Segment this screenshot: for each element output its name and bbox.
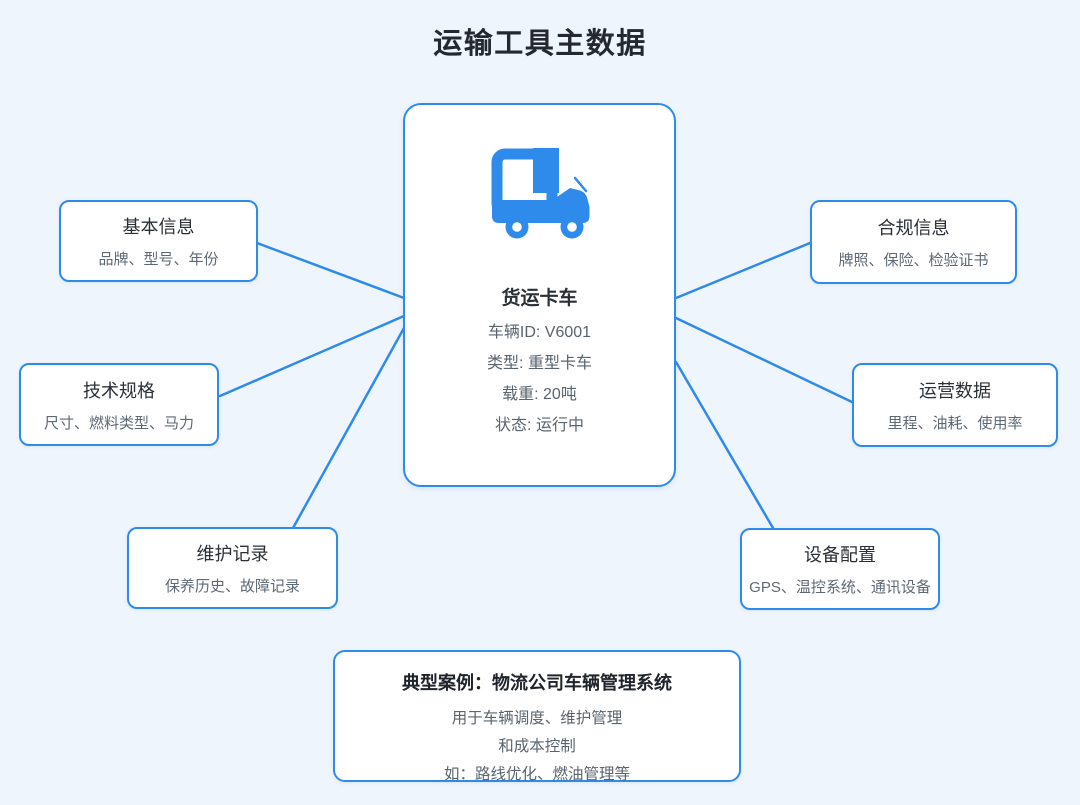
case-box: 典型案例：物流公司车辆管理系统 用于车辆调度、维护管理 和成本控制 如：路线优化…: [333, 650, 741, 783]
connector-line-tech-specs: [218, 314, 406, 398]
node-maintenance: 维护记录 保养历史、故障记录: [127, 527, 338, 609]
node-equipment: 设备配置 GPS、温控系统、通讯设备: [740, 528, 940, 610]
center-node-detail-load: 载重: 20吨: [502, 386, 577, 403]
center-node: 货运卡车 车辆ID: V6001 类型: 重型卡车 载重: 20吨 状态: 运行…: [403, 103, 676, 487]
case-box-line: 和成本控制: [498, 738, 576, 755]
node-subtitle: GPS、温控系统、通讯设备: [749, 579, 931, 596]
center-node-detail-vehicle-id: 车辆ID: V6001: [487, 324, 592, 341]
node-title: 维护记录: [196, 544, 269, 564]
node-title: 合规信息: [877, 218, 950, 238]
truck-icon: [491, 148, 589, 239]
node-basic-info: 基本信息 品牌、型号、年份: [59, 200, 258, 282]
node-subtitle: 品牌、型号、年份: [98, 251, 219, 268]
center-node-title: 货运卡车: [501, 288, 578, 309]
node-title: 基本信息: [122, 217, 195, 237]
connector-line-operations: [674, 316, 854, 404]
node-subtitle: 尺寸、燃料类型、马力: [43, 414, 194, 432]
center-node-detail-status: 状态: 运行中: [495, 417, 584, 434]
node-title: 运营数据: [919, 381, 991, 401]
node-subtitle: 牌照、保险、检验证书: [838, 252, 989, 269]
case-box-line: 如：路线优化、燃油管理等: [443, 766, 630, 783]
node-tech-specs: 技术规格 尺寸、燃料类型、马力: [19, 363, 219, 446]
node-compliance: 合规信息 牌照、保险、检验证书: [810, 200, 1017, 284]
connector-line-basic-info: [255, 241, 406, 300]
node-operations: 运营数据 里程、油耗、使用率: [852, 363, 1058, 447]
node-subtitle: 里程、油耗、使用率: [887, 415, 1023, 432]
case-box-line: 用于车辆调度、维护管理: [451, 710, 623, 727]
page-title: 运输工具主数据: [433, 28, 647, 60]
connector-line-maintenance: [291, 326, 406, 530]
center-node-detail-type: 类型: 重型卡车: [487, 355, 592, 372]
node-title: 设备配置: [804, 545, 876, 565]
node-title: 技术规格: [83, 380, 155, 401]
node-subtitle: 保养历史、故障记录: [164, 578, 300, 595]
center-node-details: 车辆ID: V6001 类型: 重型卡车 载重: 20吨 状态: 运行中: [487, 317, 592, 441]
case-box-title: 典型案例：物流公司车辆管理系统: [402, 673, 672, 693]
connector-line-equipment: [674, 360, 775, 530]
connector-line-compliance: [674, 241, 812, 300]
case-box-body: 用于车辆调度、维护管理 和成本控制 如：路线优化、燃油管理等: [335, 705, 739, 789]
